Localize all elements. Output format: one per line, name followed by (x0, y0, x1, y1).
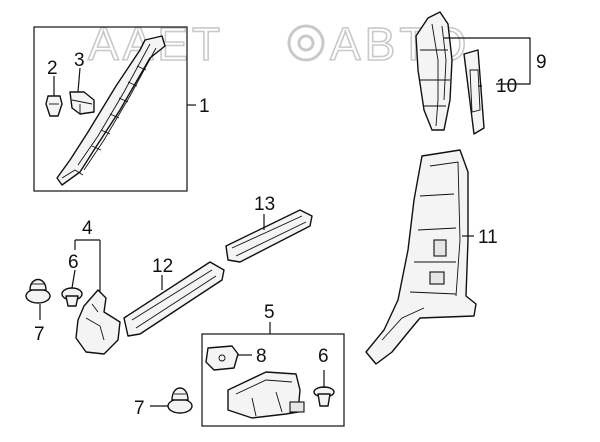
callout-7-bottom: 7 (134, 398, 145, 419)
callout-1: 1 (199, 96, 210, 117)
callout-8: 8 (256, 346, 267, 367)
callout-4: 4 (82, 218, 93, 239)
clip-part-6-box (313, 386, 335, 407)
clip-part-2 (45, 95, 63, 117)
scuff-plate-part-12 (123, 261, 225, 337)
kick-panel-part-4 (75, 289, 121, 355)
callout-9: 9 (536, 52, 547, 73)
callout-11: 11 (478, 227, 498, 248)
pillar-lower-trim-part-11 (365, 149, 477, 365)
bracket-part-5 (227, 371, 305, 419)
clip-part-6-left (61, 287, 83, 307)
leader-lines (39, 37, 531, 407)
callout-10: 10 (496, 76, 517, 97)
callout-3: 3 (74, 50, 85, 71)
pillar-upper-trim-part-9 (415, 11, 453, 131)
group-box-part-1 (33, 26, 188, 192)
callout-13: 13 (254, 194, 275, 215)
watermark-gear-icon (287, 24, 325, 62)
grommet-part-7-bottom (167, 387, 193, 414)
pad-part-8 (205, 345, 239, 371)
a-pillar-trim (56, 35, 166, 186)
callout-6-box: 6 (318, 346, 329, 367)
callouts: 1 2 3 4 6 7 12 13 9 10 11 5 8 6 7 (34, 50, 547, 419)
callout-7-left: 7 (34, 324, 45, 345)
callout-12: 12 (152, 256, 173, 277)
scuff-plate-part-13 (225, 209, 313, 263)
callout-5: 5 (264, 302, 275, 323)
strip-part-10 (463, 49, 485, 135)
bracket-part-3 (69, 91, 95, 115)
callout-6-left: 6 (68, 252, 79, 273)
group-box-part-5 (201, 333, 345, 427)
callout-2: 2 (47, 58, 58, 79)
grommet-part-7-left (25, 278, 51, 304)
